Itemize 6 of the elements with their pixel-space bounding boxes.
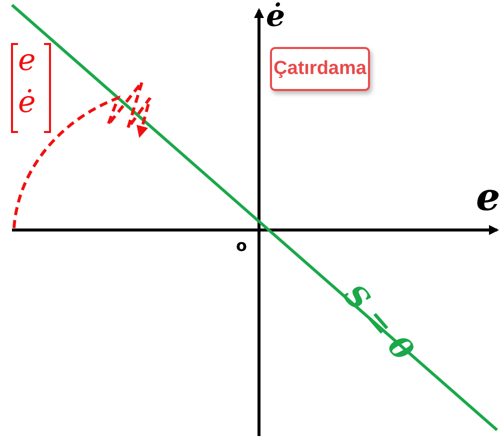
vector-component: e — [18, 46, 36, 76]
origin-label: o — [236, 238, 247, 254]
label-box: Çatırdama — [270, 47, 370, 91]
vector-component: ė — [18, 88, 36, 118]
axis-label: ė — [266, 2, 286, 32]
axis-label: e — [476, 178, 499, 216]
